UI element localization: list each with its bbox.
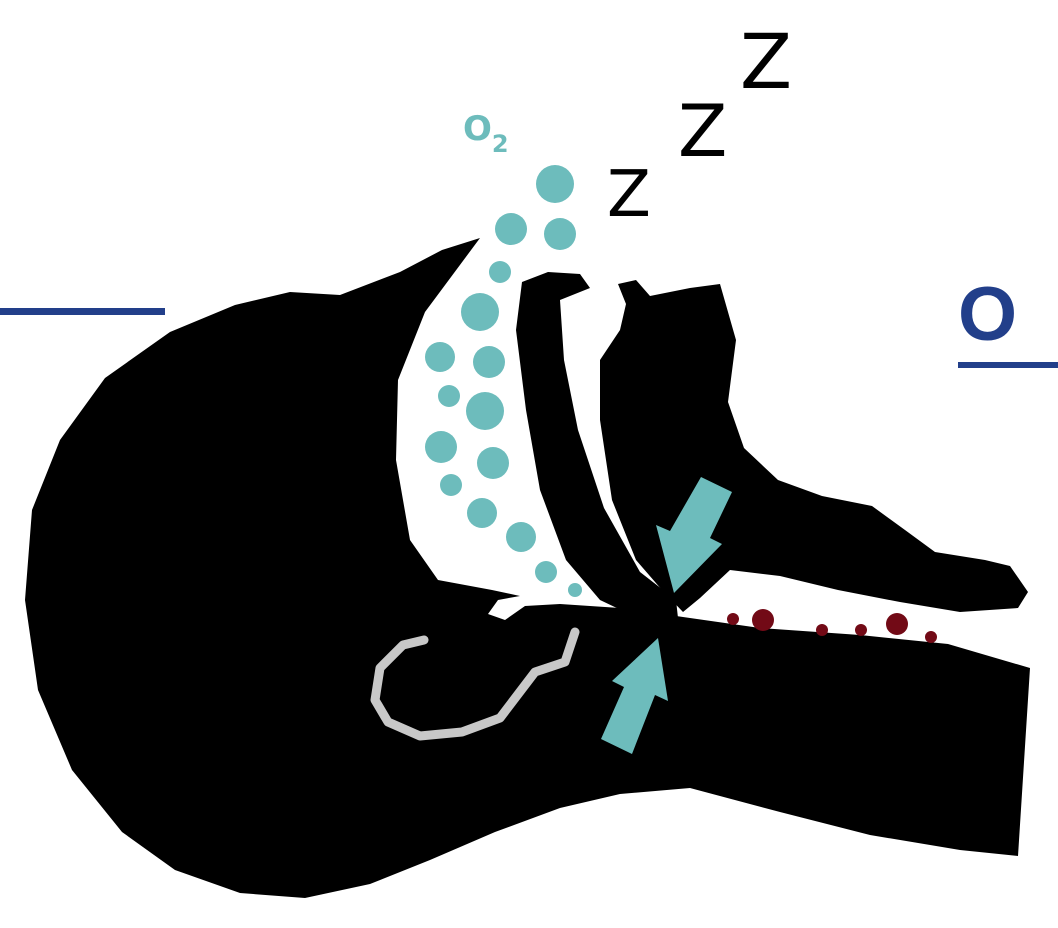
oxygen-bubble-icon (506, 522, 536, 552)
oxygen-subscript: 2 (492, 130, 509, 158)
oxygen-bubble-icon (425, 431, 457, 463)
snore-z-small: Z (607, 158, 651, 232)
oxygen-bubble-icon (536, 165, 574, 203)
accent-line (0, 308, 165, 315)
heading-fragment: O (958, 272, 1017, 357)
oxygen-bubble-icon (568, 583, 582, 597)
oxygen-bubble-icon (535, 561, 557, 583)
blocked-air-dot-icon (855, 624, 867, 636)
oxygen-bubble-icon (477, 447, 509, 479)
blocked-air-dot-icon (752, 609, 774, 631)
oxygen-bubble-icon (466, 392, 504, 430)
oxygen-bubble-icon (461, 293, 499, 331)
blocked-air-dot-icon (886, 613, 908, 635)
oxygen-bubble-icon (473, 346, 505, 378)
oxygen-bubble-icon (440, 474, 462, 496)
oxygen-bubble-icon (489, 261, 511, 283)
blocked-air-dot-icon (727, 613, 739, 625)
blocked-air-dot-icon (816, 624, 828, 636)
oxygen-bubble-icon (438, 385, 460, 407)
oxygen-bubble-icon (425, 342, 455, 372)
oxygen-bubble-icon (467, 498, 497, 528)
oxygen-label: O2 (463, 109, 509, 158)
snore-z-medium: Z (678, 89, 727, 173)
oxygen-bubble-icon (495, 213, 527, 245)
blocked-air-dot-icon (925, 631, 937, 643)
snore-z-large: Z (740, 17, 792, 106)
oxygen-bubble-icon (544, 218, 576, 250)
heading-underline (958, 362, 1058, 368)
